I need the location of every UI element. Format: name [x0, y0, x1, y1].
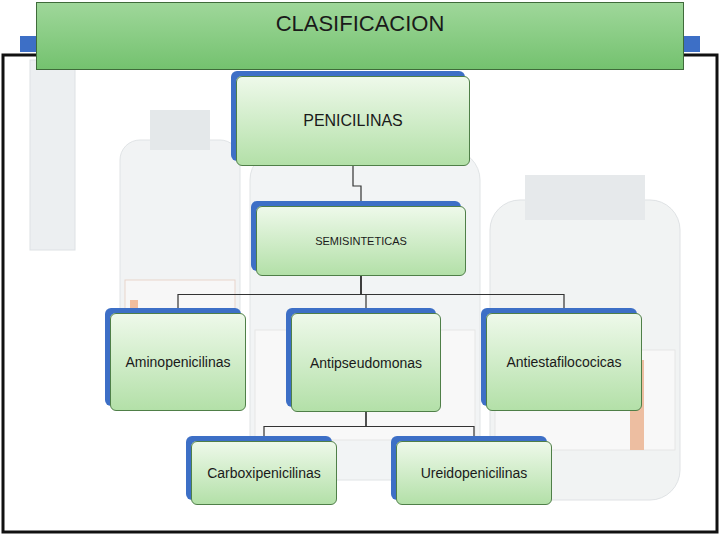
process-box: SEMISINTETICAS [256, 206, 466, 276]
frame [3, 55, 717, 532]
vials [30, 60, 680, 500]
node-label: SEMISINTETICAS [309, 231, 413, 251]
process-box: PENICILINAS [236, 76, 470, 166]
node-label: Antiestafilococicas [500, 350, 627, 374]
connector [353, 166, 361, 206]
process-box: Carboxipenicilinas [191, 441, 337, 505]
process-box: Aminopenicilinas [110, 313, 246, 411]
process-box: Ureidopenicilinas [396, 441, 552, 505]
process-box: Antiestafilococicas [486, 313, 642, 411]
title-bar: CLASIFICACION [36, 2, 684, 70]
connector [178, 276, 361, 313]
node-label: Ureidopenicilinas [415, 461, 534, 485]
process-box: Antipseudomonas [291, 313, 441, 412]
connector [366, 412, 474, 441]
connector [264, 412, 366, 441]
node-label: Carboxipenicilinas [201, 461, 327, 485]
node-label: Antipseudomonas [304, 351, 428, 375]
connector [361, 276, 564, 313]
title: CLASIFICACION [276, 11, 445, 69]
node-label: PENICILINAS [297, 108, 409, 134]
node-label: Aminopenicilinas [119, 350, 236, 374]
